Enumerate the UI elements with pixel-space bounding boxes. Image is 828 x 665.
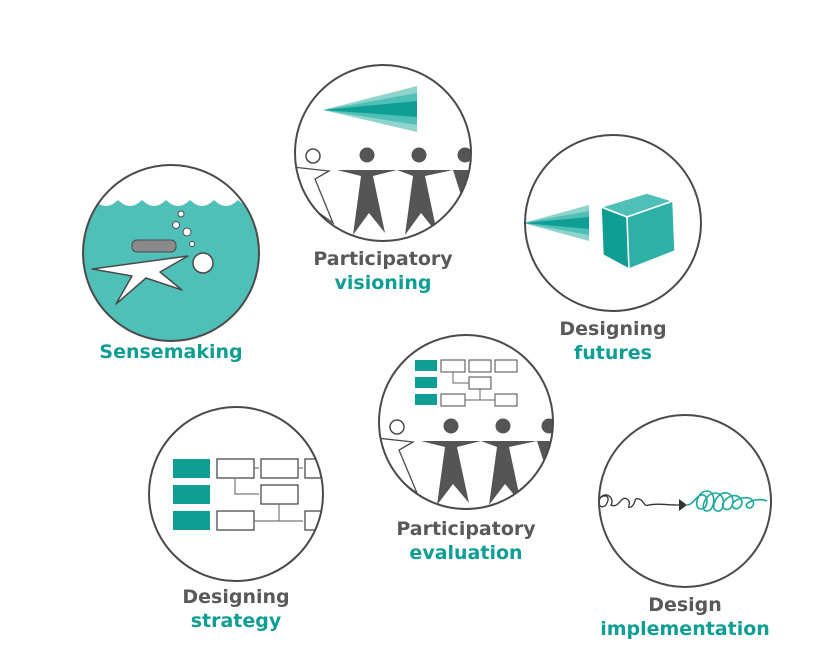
node-label: Sensemaking (99, 340, 242, 364)
node-participatory-evaluation: Participatory evaluation (377, 333, 555, 564)
diver-underwater-icon (82, 164, 260, 342)
cone-and-cube-icon (524, 134, 702, 312)
label-line2: Sensemaking (99, 341, 243, 363)
label-line2: implementation (600, 618, 770, 640)
label-line1: Participatory (313, 248, 453, 270)
label-line2: strategy (190, 610, 282, 632)
node-sensemaking: Sensemaking (80, 162, 262, 363)
people-with-vision-cone-icon (294, 64, 472, 242)
label-line1: Designing (182, 586, 290, 608)
node-designing-strategy: Designing strategy (147, 405, 325, 632)
node-label: Designing strategy (182, 585, 289, 633)
node-label: Design implementation (600, 593, 770, 641)
label-line2: visioning (334, 272, 432, 294)
label-line1: Participatory (396, 518, 536, 540)
label-line1: Design (648, 594, 722, 616)
node-design-implementation: Design implementation (597, 413, 773, 640)
label-line2: evaluation (409, 542, 523, 564)
label-line2: futures (574, 342, 652, 364)
node-participatory-visioning: Participatory visioning (293, 63, 473, 294)
node-label: Participatory visioning (313, 247, 452, 295)
people-with-flowchart-icon (378, 334, 554, 510)
node-label: Participatory evaluation (396, 517, 535, 565)
node-label: Designing futures (559, 317, 666, 365)
label-line1: Designing (559, 318, 667, 340)
tangled-line-arrow-icon (598, 414, 772, 588)
node-designing-futures: Designing futures (523, 133, 703, 364)
flowchart-icon (148, 406, 324, 582)
